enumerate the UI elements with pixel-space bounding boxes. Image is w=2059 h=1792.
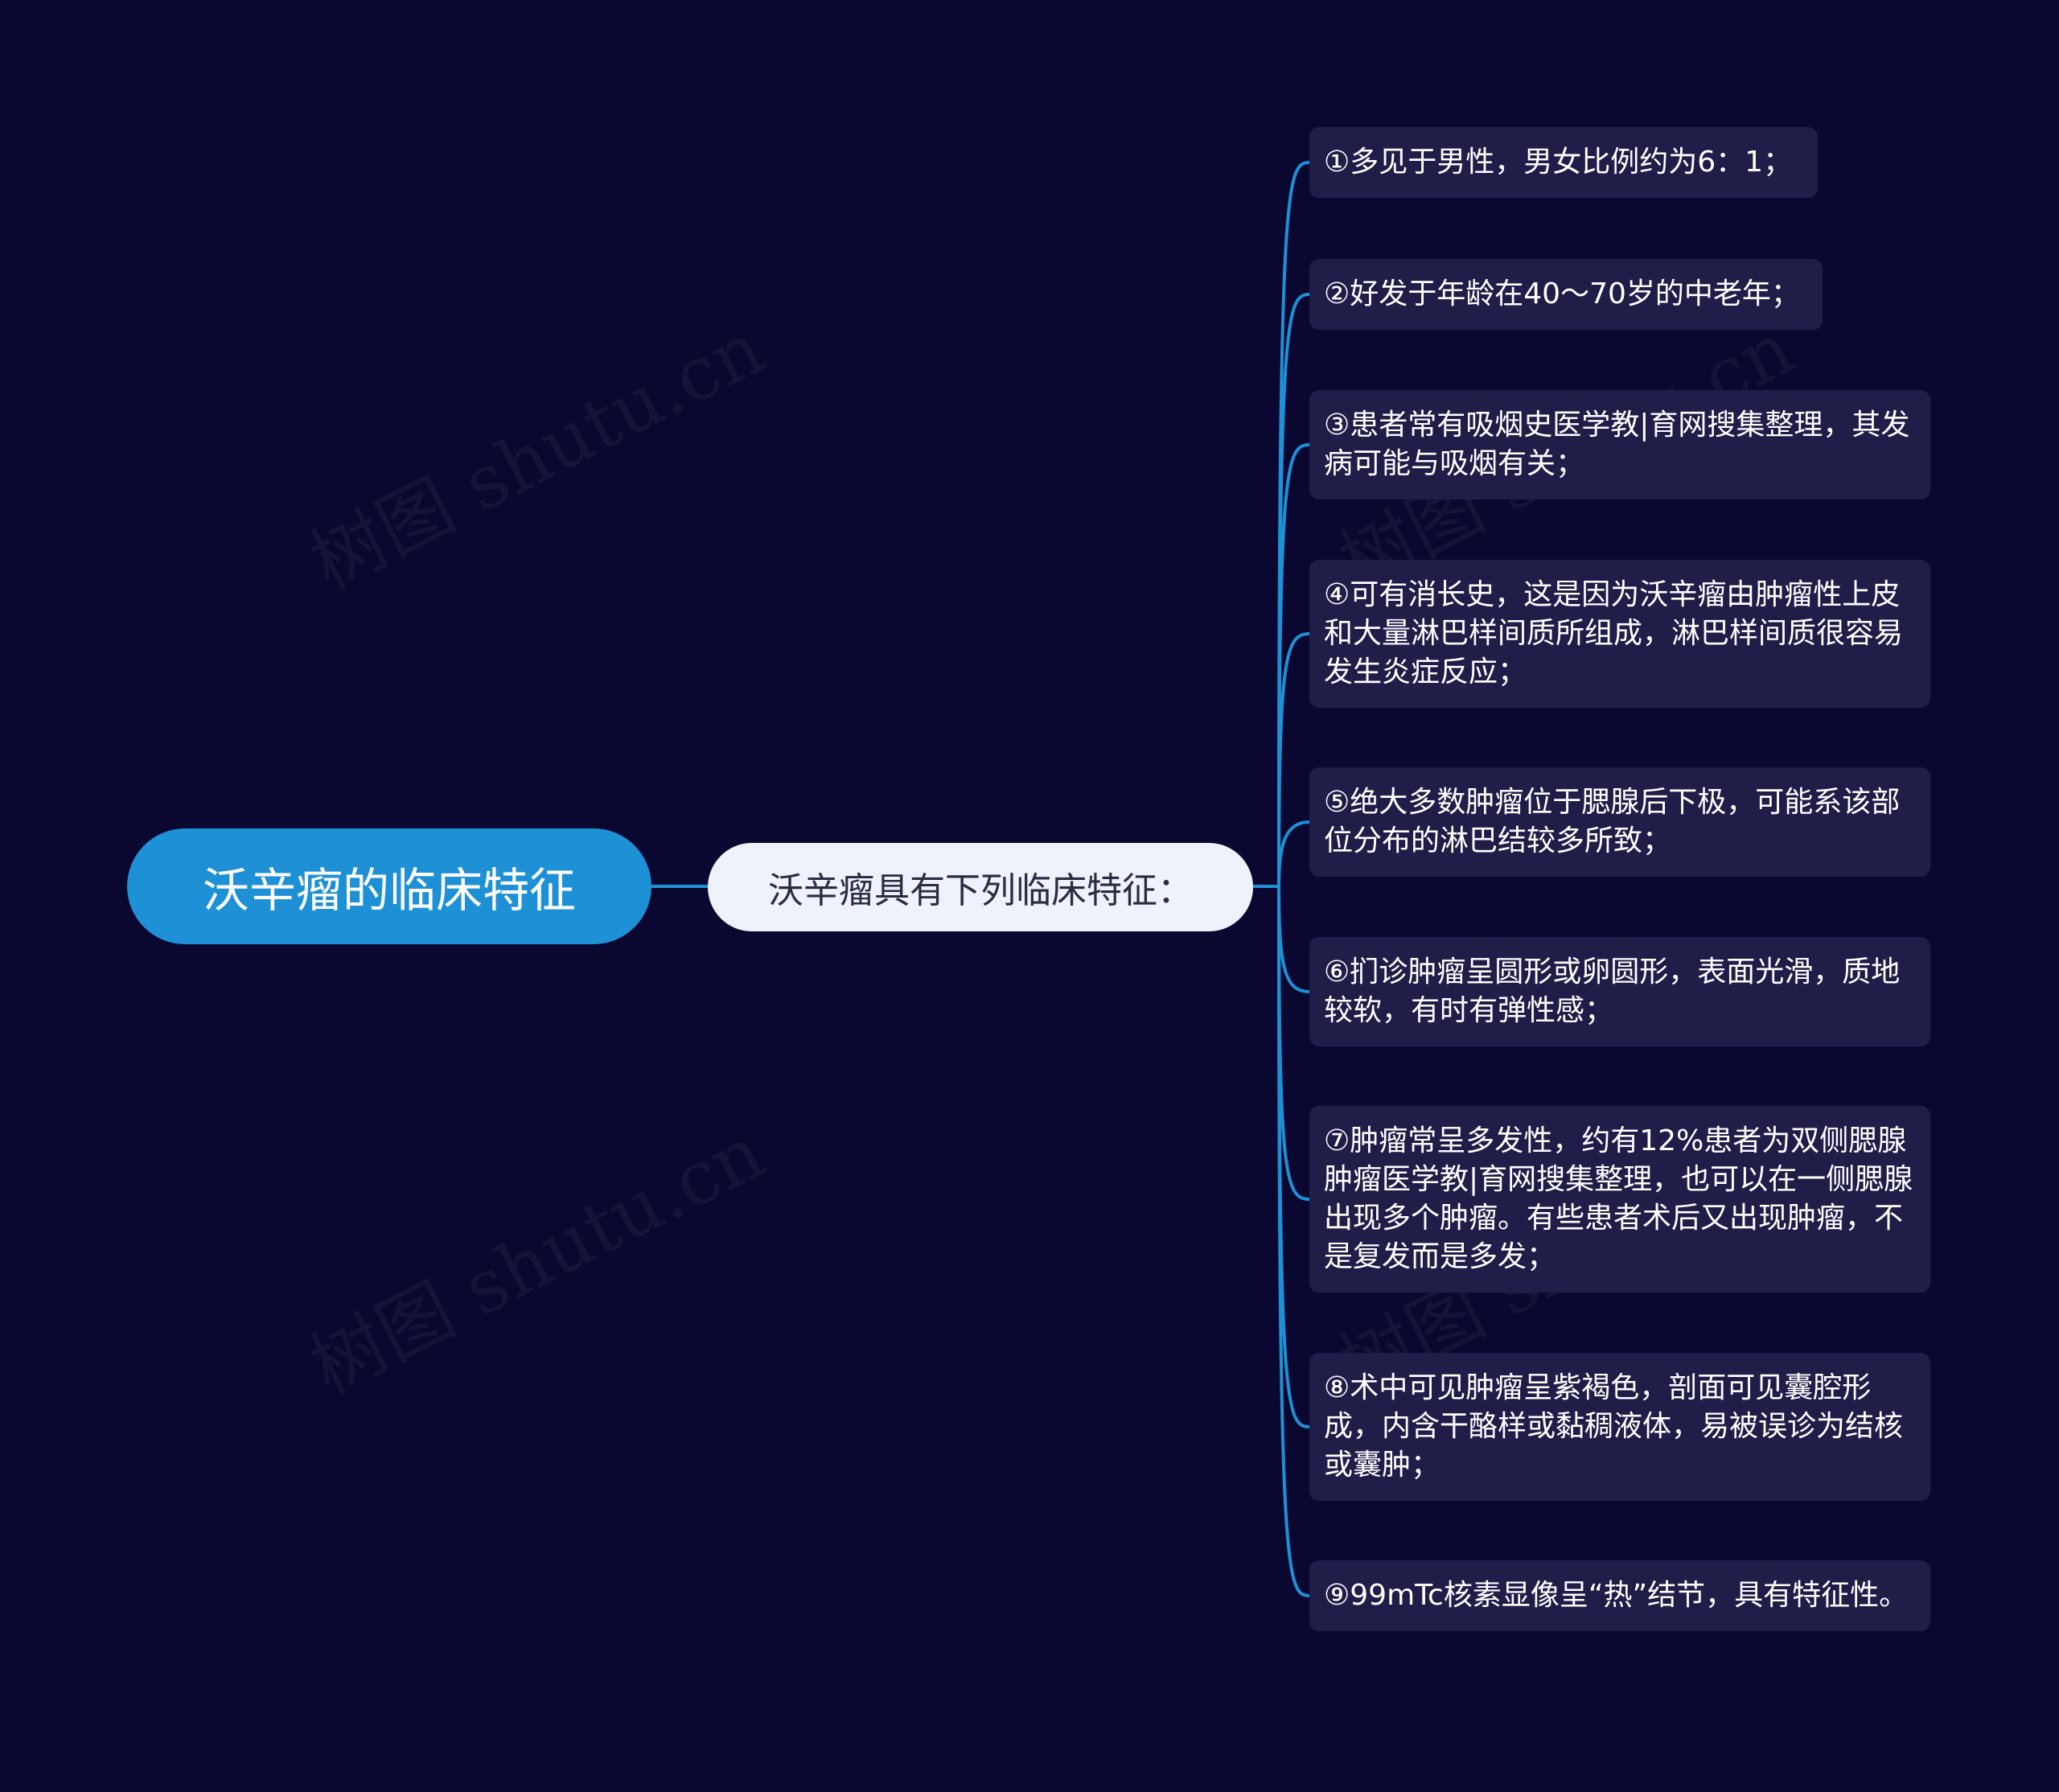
leaf-node-8[interactable]: ⑧术中可见肿瘤呈紫褐色，剖面可见囊腔形成，内含干酪样或黏稠液体，易被误诊为结核或… [1309,1353,1930,1501]
leaf-node-3[interactable]: ③患者常有吸烟史医学教|育网搜集整理，其发病可能与吸烟有关； [1309,390,1930,499]
root-topic[interactable]: 沃辛瘤的临床特征 [127,828,651,944]
leaf-connector-3 [1277,443,1310,887]
leaf-node-1[interactable]: ①多见于男性，男女比例约为6：1； [1309,127,1818,198]
leaf-node-7[interactable]: ⑦肿瘤常呈多发性，约有12%患者为双侧腮腺肿瘤医学教|育网搜集整理，也可以在一侧… [1309,1106,1930,1293]
leaf-connector-6 [1277,886,1310,993]
subtopic-node[interactable]: 沃辛瘤具有下列临床特征： [708,843,1253,931]
leaf-connectors [1277,161,1310,1597]
leaf-node-4[interactable]: ④可有消长史，这是因为沃辛瘤由肿瘤性上皮和大量淋巴样间质所组成，淋巴样间质很容易… [1309,560,1930,708]
leaf-connector-2 [1277,293,1310,887]
leaf-connector-5 [1277,820,1310,887]
leaf-connector-7 [1277,886,1310,1201]
leaf-connector-9 [1277,886,1310,1597]
leaf-node-6[interactable]: ⑥扪诊肿瘤呈圆形或卵圆形，表面光滑，质地较软，有时有弹性感； [1309,937,1930,1046]
leaf-node-9[interactable]: ⑨99mTc核素显像呈“热”结节，具有特征性。 [1309,1560,1930,1631]
leaf-connector-4 [1277,632,1310,887]
leaf-node-5[interactable]: ⑤绝大多数肿瘤位于腮腺后下极，可能系该部位分布的淋巴结较多所致； [1309,767,1930,877]
leaf-node-2[interactable]: ②好发于年龄在40～70岁的中老年； [1309,259,1823,330]
